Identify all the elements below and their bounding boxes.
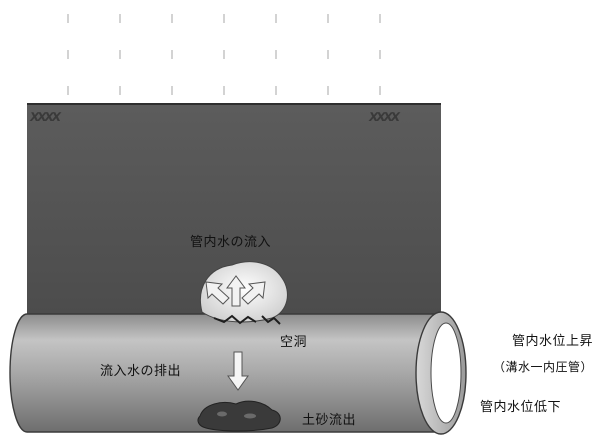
sediment-pile <box>197 400 281 432</box>
pipe-body <box>9 313 442 433</box>
up-arrow-icon <box>226 275 246 307</box>
crack-mark <box>261 315 281 325</box>
label-discharge: 流入水の排出 <box>100 364 182 379</box>
down-arrow-icon <box>227 351 249 391</box>
up-left-arrow-icon <box>205 281 230 305</box>
cavity-void <box>200 261 288 323</box>
label-water-drop: 管内水位低下 <box>480 400 562 415</box>
pipe-inner-rim <box>430 322 462 424</box>
rain-marks <box>67 14 381 95</box>
label-sediment: 土砂流出 <box>302 413 357 428</box>
sediment-speck <box>217 411 227 417</box>
crack-mark <box>213 314 257 325</box>
label-water-rise: 管内水位上昇 <box>512 334 594 349</box>
surface-mark-right: XXXX <box>367 110 400 124</box>
sediment-speck <box>244 413 256 419</box>
up-right-arrow-icon <box>241 281 266 305</box>
label-inflow: 管内水の流入 <box>190 235 272 250</box>
surface-mark-left: XXXX <box>28 110 61 124</box>
label-cavity: 空洞 <box>280 335 308 350</box>
inflow-arrows <box>205 275 266 307</box>
label-water-rise-note: （溝水一内圧管） <box>493 360 594 374</box>
